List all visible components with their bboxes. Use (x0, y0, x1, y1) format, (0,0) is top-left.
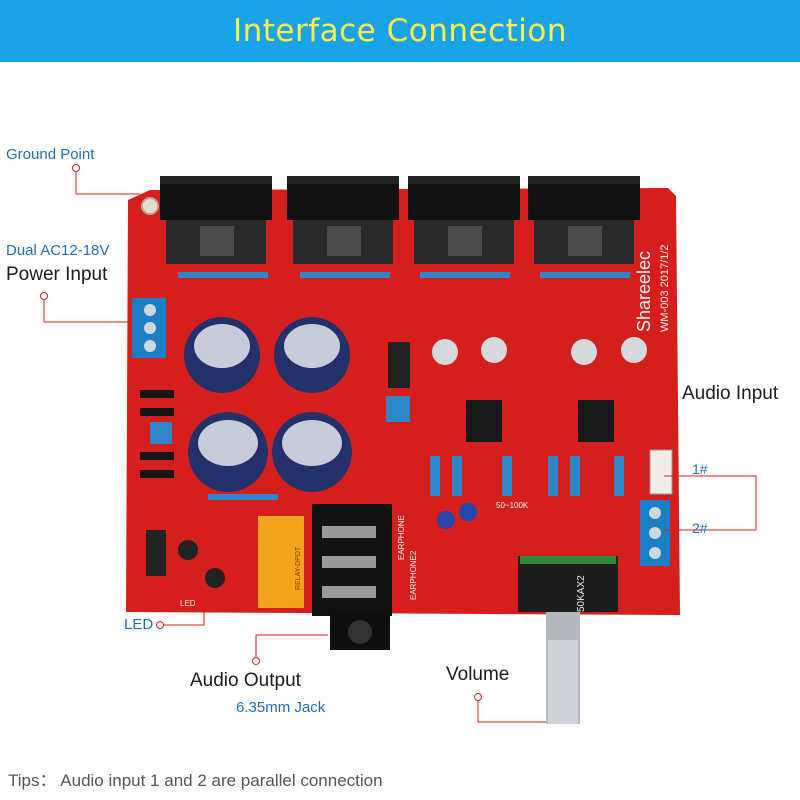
relay-silkscreen: RELAY-DPDT (295, 546, 302, 590)
tips-note: Tips： Audio input 1 and 2 are parallel c… (8, 771, 383, 790)
header-title: Interface Connection (232, 13, 568, 49)
input-connector-1 (649, 449, 673, 495)
opamp-chip-2 (578, 400, 614, 442)
callout-dots (40, 164, 482, 701)
led-callout-dot (156, 621, 164, 629)
resistor-array (150, 272, 630, 500)
header-banner: Interface Connection (0, 0, 800, 62)
brand-silkscreen: Shareelec (634, 251, 654, 332)
input-1-label: 1# (692, 461, 708, 477)
earphone2-silkscreen: EARPHONE2 (409, 550, 418, 600)
regulator-mid (388, 342, 410, 388)
ground-screw (141, 197, 159, 215)
led-label: LED (124, 616, 154, 633)
pot-range-silkscreen: 50~100K (496, 501, 529, 510)
small-capacitors (178, 337, 647, 588)
led-silkscreen: LED (180, 599, 196, 608)
pot-silkscreen: 50KAX2 (576, 575, 587, 612)
output-callout-line (255, 634, 328, 658)
heatsink-4 (528, 176, 640, 264)
volume-callout-dot (474, 693, 482, 701)
dual-voltage-label: Dual AC12-18V (6, 242, 110, 259)
audio-output-label: Audio Output (190, 670, 301, 691)
ground-callout-dot (72, 164, 80, 172)
model-silkscreen: WM-003 2017/1/2 (659, 245, 671, 332)
regulator-left (146, 530, 166, 576)
led-callout-line (164, 608, 205, 626)
power-input-label: Power Input (6, 264, 108, 285)
power-callout-line (43, 300, 132, 323)
audio-input-label: Audio Input (682, 383, 779, 404)
input-terminal-2 (640, 500, 670, 566)
heatsink-3 (408, 176, 520, 264)
callout-lines (43, 172, 757, 723)
filter-capacitors (184, 317, 352, 492)
earphone-silkscreen: EARPHONE (397, 515, 406, 560)
input-2-label: 2# (692, 520, 708, 536)
volume-callout-line (477, 700, 546, 723)
output-callout-dot (252, 657, 260, 665)
ground-callout-line (75, 172, 140, 195)
rectifier-diodes (140, 390, 174, 478)
volume-potentiometer (518, 556, 618, 724)
heatsink-1 (160, 176, 272, 264)
relay (258, 516, 304, 608)
headphone-jack (312, 504, 392, 650)
opamp-chip-1 (466, 400, 502, 442)
ground-point-label: Ground Point (6, 146, 95, 163)
jack-size-label: 6.35mm Jack (236, 699, 326, 716)
power-terminal (132, 298, 166, 358)
power-callout-dot (40, 292, 48, 300)
input-callout-line (664, 475, 757, 531)
volume-label: Volume (446, 664, 510, 685)
amplifier-board: Shareelec WM-003 2017/1/2 50KAX2 50~100K… (126, 176, 680, 724)
heatsink-2 (287, 176, 399, 264)
